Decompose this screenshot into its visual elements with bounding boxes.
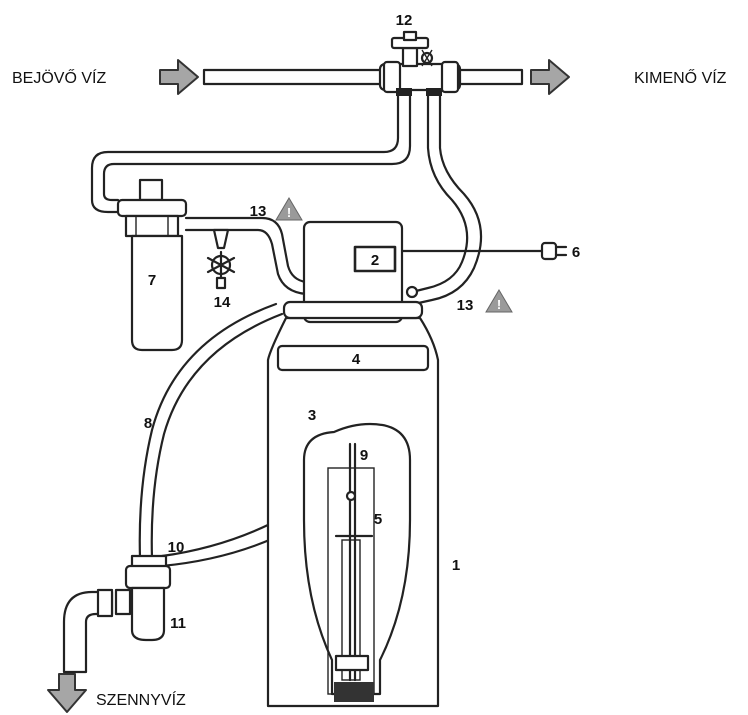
part-number-10: 10 (168, 539, 185, 556)
drain-label: SZENNYVÍZ (96, 690, 186, 709)
part-number-5: 5 (374, 511, 382, 528)
drain-arrow-icon (47, 673, 87, 713)
part-number-12: 12 (396, 12, 413, 29)
sampling-tap (206, 228, 236, 290)
part-number-14: 14 (214, 294, 231, 311)
part-number-2: 2 (371, 252, 379, 269)
outlet-label: KIMENŐ VÍZ (634, 68, 727, 87)
softener-cabinet (266, 220, 440, 708)
part-number-9: 9 (360, 447, 368, 464)
power-cord (398, 241, 568, 261)
outlet-arrow-icon (530, 59, 570, 95)
svg-text:!: ! (497, 297, 501, 312)
overflow-hose (160, 522, 276, 568)
part-number-1: 1 (452, 557, 460, 574)
warning-triangle-icon: ! (485, 289, 513, 313)
part-number-7: 7 (148, 272, 156, 289)
part-number-6: 6 (572, 244, 580, 261)
part-number-3: 3 (308, 407, 316, 424)
sediment-filter (116, 178, 188, 352)
part-number-4: 4 (352, 351, 361, 368)
part-number-8: 8 (144, 415, 152, 432)
main-supply-pipe (202, 68, 524, 86)
part-number-11: 11 (170, 615, 186, 632)
bypass-valve (378, 30, 462, 96)
outlet-hose (410, 94, 483, 306)
drain-hose (138, 302, 284, 560)
svg-text:!: ! (287, 205, 291, 220)
part-number-13-outlet: 13 (457, 297, 474, 314)
inlet-arrow-icon (159, 59, 199, 95)
part-number-13-inlet: 13 (250, 203, 267, 220)
filter-to-softener-hose (184, 216, 308, 296)
inlet-hose (90, 94, 412, 214)
warning-triangle-icon: ! (275, 197, 303, 221)
inlet-label: BEJÖVŐ VÍZ (12, 68, 106, 87)
drain-siphon (62, 554, 172, 674)
